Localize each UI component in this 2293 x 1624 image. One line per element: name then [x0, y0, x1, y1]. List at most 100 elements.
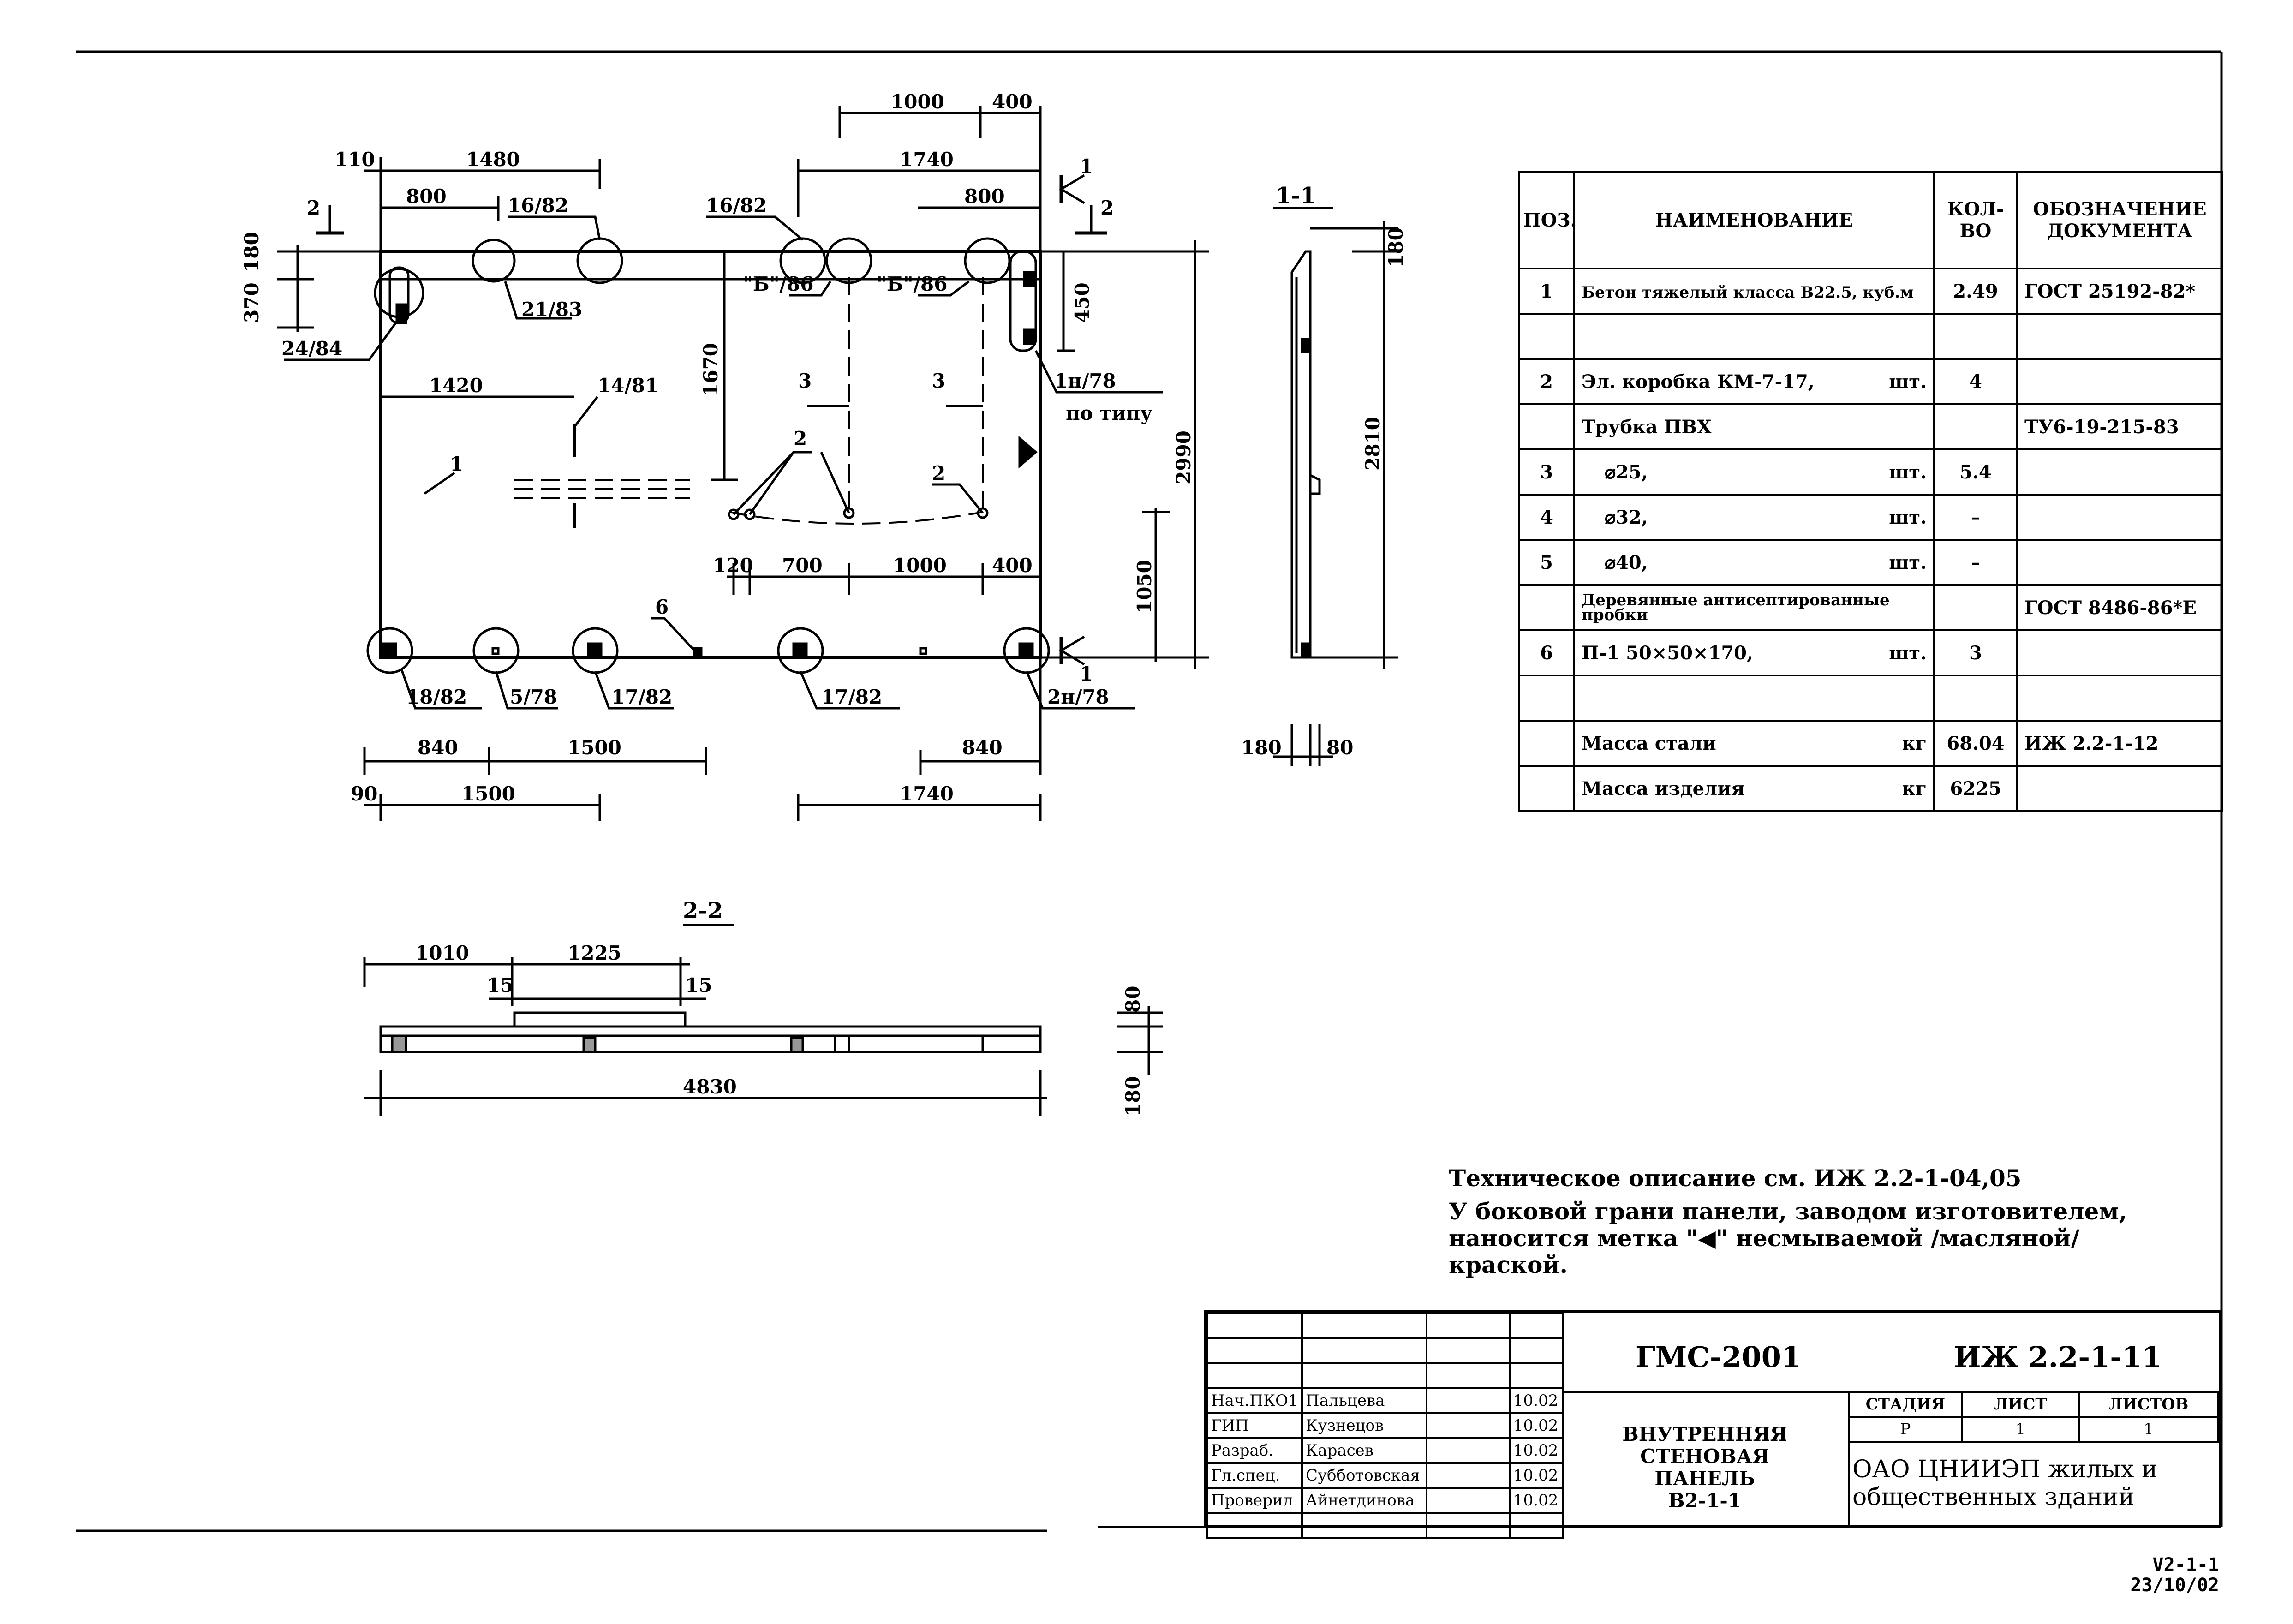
spec-name: ⌀32,шт. — [1573, 494, 1935, 541]
spec-doc — [2016, 358, 2223, 405]
spec-doc — [2016, 313, 2223, 360]
section-1-1 — [1273, 207, 1398, 766]
spec-name-text: П-1 50×50×170, — [1582, 642, 1753, 664]
position-1: 1 — [450, 453, 463, 475]
cut-mark-2-left: 2 — [307, 197, 320, 219]
date: 10.02 — [1509, 1412, 1564, 1439]
note-line-1: Техническое описание см. ИЖ 2.2-1-04,05 — [1449, 1164, 2022, 1192]
dim-90: 90 — [351, 782, 377, 805]
section-2-2-dim-15-right: 15 — [685, 974, 712, 997]
stamp-title: ВНУТРЕННЯЯ СТЕНОВАЯ ПАНЕЛЬ В2-1-1 — [1564, 1423, 1845, 1512]
spec-unit: шт. — [1889, 506, 1927, 528]
spec-qty: 4 — [1933, 358, 2018, 405]
section-2-2-dim-15-left: 15 — [487, 974, 514, 997]
dim-1000: 1000 — [890, 90, 944, 113]
spec-row — [1518, 675, 2223, 722]
date: 10.02 — [1509, 1462, 1564, 1489]
dim-110: 110 — [334, 148, 375, 171]
callout-b-86-right: "Б"/86 — [877, 273, 947, 295]
spec-doc: ГОСТ 25192-82* — [2016, 268, 2223, 315]
section-1-1-title: 1-1 — [1276, 183, 1316, 209]
callout-1n-78: 1н/78 — [1054, 370, 1116, 392]
section-2-2 — [363, 924, 1163, 1116]
spec-qty — [1933, 403, 2018, 450]
dim-2990: 2990 — [1172, 430, 1195, 484]
spec-doc — [2016, 494, 2223, 541]
sheet-header: ЛИСТ — [1961, 1391, 2080, 1418]
spec-qty: 68.04 — [1933, 720, 2018, 767]
callout-2n-78: 2н/78 — [1047, 686, 1109, 708]
date: 10.02 — [1509, 1387, 1564, 1414]
spec-qty: 6225 — [1933, 765, 2018, 812]
stamp-vdivider — [1848, 1391, 1850, 1525]
stamp-title-3: В2-1-1 — [1668, 1489, 1742, 1512]
date: 10.02 — [1509, 1487, 1564, 1514]
dim-400: 400 — [992, 90, 1033, 113]
section-2-2-dim-1010: 1010 — [415, 942, 469, 964]
footer-id: V2-1-1 23/10/02 — [2130, 1555, 2219, 1595]
spec-doc — [2016, 629, 2223, 676]
spec-row — [1518, 313, 2223, 360]
spec-name: Трубка ПВХ — [1573, 403, 1935, 450]
spec-pos: 3 — [1518, 448, 1575, 496]
spec-pos — [1518, 765, 1575, 812]
signature — [1426, 1437, 1511, 1464]
spec-unit: кг — [1902, 732, 1927, 754]
stamp-code: ИЖ 2.2-1-11 — [1954, 1340, 2162, 1374]
spec-qty: – — [1933, 494, 2018, 541]
spec-qty: – — [1933, 539, 2018, 586]
sheets-header: ЛИСТОВ — [2078, 1391, 2220, 1418]
dim-180: 180 — [240, 232, 263, 272]
spec-pos — [1518, 720, 1575, 767]
position-2-b: 2 — [932, 462, 945, 484]
section-2-2-title: 2-2 — [683, 898, 723, 924]
date: 10.02 — [1509, 1437, 1564, 1464]
panel-plan — [277, 106, 1209, 821]
spec-unit: шт. — [1889, 370, 1927, 393]
spec-header-doc: ОБОЗНАЧЕНИЕ ДОКУМЕНТА — [2016, 171, 2223, 269]
spec-name: ⌀25,шт. — [1573, 448, 1935, 496]
position-2-a: 2 — [794, 427, 807, 450]
cut-mark-1-top: 1 — [1080, 155, 1093, 178]
dim-450: 450 — [1071, 282, 1093, 323]
org-line-2: общественных зданий — [1852, 1483, 2135, 1511]
spec-pos — [1518, 403, 1575, 450]
position-3-b: 3 — [932, 370, 945, 392]
role: Гл.спец. — [1206, 1462, 1303, 1489]
dim-1050: 1050 — [1133, 560, 1156, 614]
callout-b-86-left: "Б"/86 — [743, 273, 813, 295]
technical-notes: Техническое описание см. ИЖ 2.2-1-04,05 … — [1449, 1165, 2127, 1278]
person: Карасев — [1301, 1437, 1427, 1464]
person: Айнетдинова — [1301, 1487, 1427, 1514]
spec-doc — [2016, 448, 2223, 496]
spec-name-text: ⌀25, — [1605, 461, 1648, 483]
role: Проверил — [1206, 1487, 1303, 1514]
dim-840-right: 840 — [962, 736, 1003, 759]
callout-17-82-right: 17/82 — [821, 686, 882, 708]
spec-name-text: ⌀40, — [1605, 551, 1648, 573]
spec-row: 3⌀25,шт.5.4 — [1518, 448, 2223, 496]
spec-name: ⌀40,шт. — [1573, 539, 1935, 586]
dim-800: 800 — [964, 185, 1005, 208]
spec-pos: 5 — [1518, 539, 1575, 586]
person: Пальцева — [1301, 1387, 1427, 1414]
spec-name: П-1 50×50×170,шт. — [1573, 629, 1935, 676]
spec-name — [1573, 675, 1935, 722]
dim-1740-bottom: 1740 — [900, 782, 954, 805]
spec-qty: 5.4 — [1933, 448, 2018, 496]
spec-pos: 6 — [1518, 629, 1575, 676]
stamp-project: ГМС-2001 — [1636, 1340, 1802, 1374]
spec-name-text: Масса изделия — [1582, 777, 1745, 800]
position-6: 6 — [655, 596, 669, 618]
section-2-2-dim-80: 80 — [1122, 986, 1144, 1013]
